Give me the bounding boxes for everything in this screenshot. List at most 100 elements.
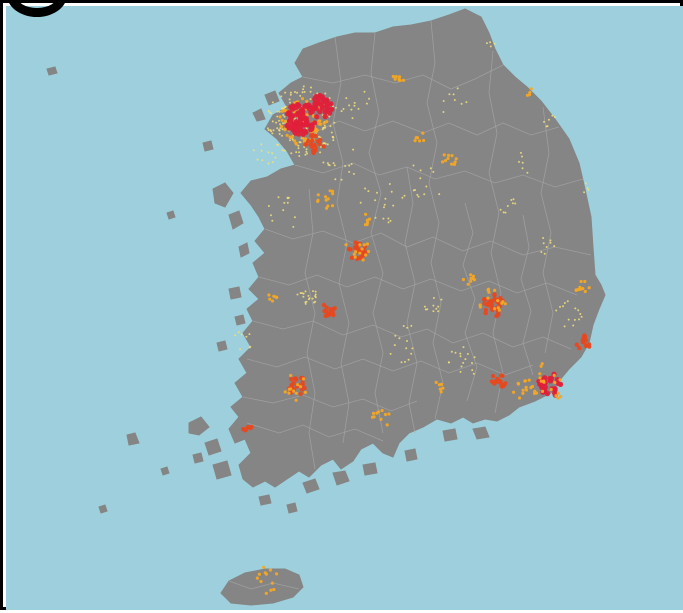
density-dot-low	[305, 150, 308, 153]
density-dot-high	[313, 145, 318, 151]
density-dot-high	[311, 150, 316, 155]
density-dot-high	[483, 310, 488, 316]
province-border	[302, 64, 504, 90]
density-dot-mid	[272, 587, 276, 592]
province-border	[304, 188, 316, 470]
density-dot-mid	[486, 288, 490, 292]
density-dot-low	[270, 214, 272, 217]
island	[228, 286, 242, 300]
density-dot-low	[574, 307, 577, 310]
density-dot-low	[566, 300, 569, 303]
density-dot-mid	[583, 289, 587, 294]
density-dot-low	[562, 305, 564, 308]
island	[234, 314, 246, 326]
density-dot-mid	[283, 390, 287, 394]
density-dot-low	[364, 187, 367, 190]
density-dot-mid	[469, 273, 473, 277]
density-dot-low	[459, 370, 462, 373]
density-dot-max	[301, 122, 307, 128]
density-dot-low	[489, 41, 492, 44]
density-dot-low	[296, 91, 299, 94]
density-dot-mid	[413, 139, 417, 143]
density-dot-low	[323, 124, 326, 127]
density-dot-mid	[578, 287, 583, 291]
density-dot-low	[553, 116, 556, 119]
density-dot-low	[398, 337, 401, 340]
density-dot-mid	[323, 195, 328, 199]
density-dot-low	[295, 151, 298, 154]
density-dot-mid	[524, 388, 529, 392]
density-dot-low	[411, 347, 414, 350]
province-border	[264, 228, 592, 256]
density-dot-max	[296, 103, 302, 109]
density-dot-mid	[380, 408, 384, 413]
province-border	[258, 274, 578, 296]
density-dot-mid	[523, 379, 528, 383]
density-dot-max	[321, 97, 328, 103]
density-dot-low	[256, 158, 259, 161]
density-dot-low	[410, 324, 413, 327]
island	[264, 90, 280, 106]
density-dot-low	[282, 122, 285, 125]
density-dot-low	[489, 45, 492, 48]
density-dot-low	[553, 245, 556, 248]
density-dot-low	[485, 42, 488, 45]
density-dot-low	[271, 132, 274, 135]
density-dot-low	[359, 201, 362, 204]
density-dot-low	[442, 100, 445, 102]
density-dot-low	[240, 333, 243, 336]
density-dot-mid	[559, 395, 563, 399]
density-dot-max	[287, 110, 293, 116]
density-dot-low	[309, 90, 312, 93]
island	[202, 140, 214, 152]
density-dot-low	[304, 301, 307, 304]
density-dot-low	[289, 93, 292, 96]
island	[166, 210, 176, 220]
density-dot-mid	[330, 204, 335, 208]
density-dot-mid	[554, 394, 558, 398]
density-dot-mid	[319, 122, 323, 126]
density-dot-mid	[268, 297, 272, 301]
density-dot-low	[278, 129, 281, 132]
island	[160, 466, 170, 476]
density-dot-low	[374, 199, 377, 202]
density-dot-mid	[493, 288, 497, 292]
density-dot-low	[466, 353, 469, 355]
density-dot-max	[300, 131, 306, 137]
density-dot-mid	[289, 373, 293, 378]
density-dot-mid	[524, 385, 528, 389]
density-dot-mid	[269, 588, 273, 592]
density-dot-mid	[516, 382, 521, 386]
density-dot-mid	[305, 113, 309, 117]
density-dot-mid	[493, 307, 497, 311]
density-dot-high	[482, 301, 487, 306]
density-dot-low	[459, 352, 462, 355]
density-dot-low	[286, 197, 289, 200]
density-dot-low	[462, 361, 465, 364]
density-dot-high	[324, 312, 330, 318]
density-dot-mid	[446, 153, 451, 157]
density-dot-low	[526, 171, 529, 174]
density-dot-mid	[583, 279, 587, 284]
density-dot-low	[442, 111, 445, 113]
density-dot-low	[584, 182, 587, 185]
density-dot-max	[288, 115, 294, 121]
density-dot-low	[348, 170, 351, 173]
density-dot-low	[577, 309, 580, 312]
density-dot-low	[540, 251, 543, 253]
density-dot-low	[293, 216, 296, 219]
density-dot-low	[290, 152, 293, 155]
density-dot-mid	[540, 389, 545, 393]
density-dot-high	[309, 133, 314, 138]
density-dot-low	[267, 151, 270, 154]
density-dot-mid	[532, 391, 537, 395]
density-dot-low	[271, 161, 274, 163]
density-dot-mid	[521, 388, 525, 392]
density-dot-low	[318, 135, 320, 138]
density-dot-low	[551, 114, 554, 117]
density-dot-max	[322, 114, 328, 120]
density-dot-low	[348, 104, 351, 107]
density-dot-low	[586, 187, 589, 190]
density-dot-low	[324, 92, 327, 95]
density-dot-low	[352, 172, 355, 175]
